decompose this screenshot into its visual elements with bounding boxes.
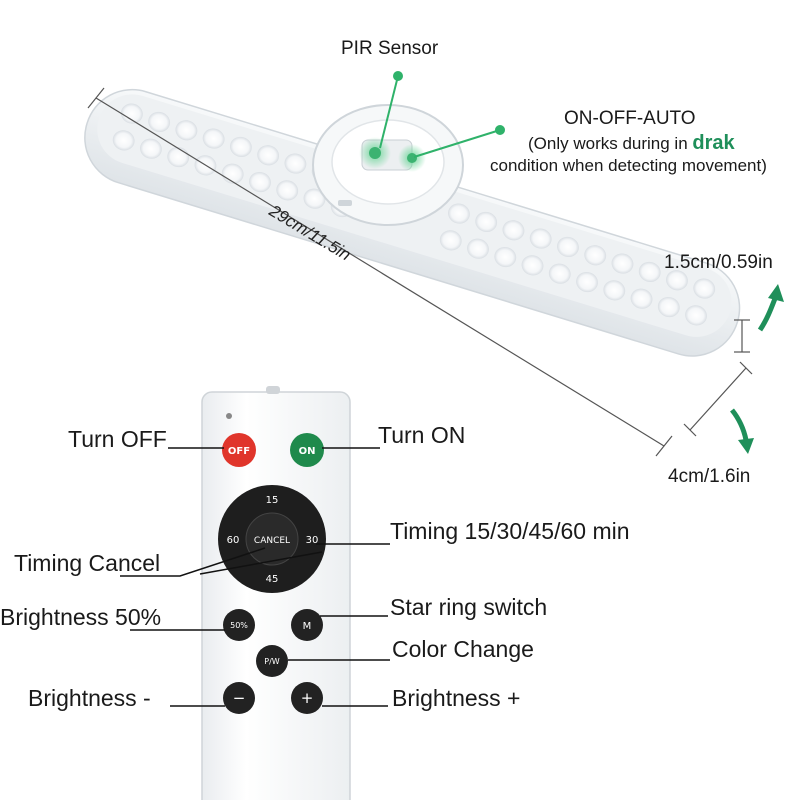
callout-brightness-minus: Brightness - [28, 685, 151, 711]
mode-title-label: ON-OFF-AUTO [564, 108, 696, 129]
led-dot [584, 245, 607, 266]
led-dot [148, 111, 171, 133]
led-dot [229, 136, 252, 158]
led-dot [557, 236, 579, 258]
led-dot [657, 296, 680, 318]
svg-text:+: + [301, 689, 314, 707]
pir-sensor-label: PIR Sensor [341, 38, 439, 59]
led-dot [611, 253, 634, 274]
cancel-button: CANCEL [254, 536, 290, 546]
led-dot [630, 288, 653, 309]
callout-color-change: Color Change [392, 636, 534, 662]
thickness-label: 1.5cm/0.59in [664, 252, 773, 273]
brightness-plus-button[interactable]: + [291, 682, 323, 714]
led-dot [249, 171, 271, 193]
callout-turn-off: Turn OFF [68, 426, 167, 452]
timer-15: 15 [266, 495, 279, 506]
color-change-button[interactable]: P/W [256, 645, 288, 677]
width-label: 4cm/1.6in [668, 466, 751, 487]
callout-brightness-plus: Brightness + [392, 685, 521, 711]
callout-timing-cancel: Timing Cancel [14, 550, 161, 576]
callout-timing: Timing 15/30/45/60 min [390, 518, 630, 544]
led-dot [502, 220, 525, 241]
mode-desc-pre: (Only works during in [528, 134, 693, 153]
mode-desc-line1: (Only works during in drak [528, 132, 735, 155]
callout-brightness-50: Brightness 50% [0, 604, 162, 630]
svg-text:50%: 50% [230, 621, 248, 630]
mode-pointer [413, 125, 505, 158]
led-dot [576, 271, 598, 293]
led-dot [120, 103, 143, 124]
timer-45: 45 [266, 574, 279, 585]
mode-button[interactable]: M [291, 609, 323, 641]
led-dot [494, 246, 517, 268]
led-dot [529, 228, 552, 249]
led-dot [284, 153, 307, 174]
led-dot [448, 203, 470, 224]
svg-text:−: − [233, 689, 246, 707]
svg-text:P/W: P/W [264, 657, 280, 666]
timer-dial[interactable]: 15 30 45 60 CANCEL [218, 485, 326, 593]
led-dot [140, 138, 162, 159]
led-dot [276, 180, 299, 201]
mode-desc-line2: condition when detecting movement) [490, 156, 767, 175]
sensor-hub [312, 104, 464, 226]
on-button[interactable]: ON [290, 433, 324, 467]
led-dot [257, 145, 280, 166]
led-dot [603, 280, 626, 301]
led-dot [548, 263, 571, 284]
callout-star-ring: Star ring switch [390, 594, 548, 620]
width-dimension [683, 361, 754, 454]
callout-lines [120, 447, 390, 707]
led-dot [303, 188, 326, 209]
led-dot [685, 305, 707, 326]
on-button-label: ON [299, 446, 316, 457]
led-dot [175, 120, 198, 141]
led-dot [202, 128, 225, 149]
led-array [112, 103, 716, 326]
led-dot [693, 278, 716, 299]
off-button-label: OFF [228, 446, 250, 457]
led-dot [521, 255, 544, 276]
timer-60: 60 [227, 535, 240, 546]
led-dot [475, 211, 498, 233]
timer-30: 30 [306, 535, 319, 546]
svg-text:M: M [303, 621, 312, 632]
thickness-dimension [734, 284, 784, 353]
led-dot [439, 230, 462, 251]
led-dot [467, 238, 489, 259]
led-dot [638, 261, 661, 283]
brightness-minus-button[interactable]: − [223, 682, 255, 714]
brightness-50-button[interactable]: 50% [223, 609, 255, 641]
led-dot [112, 130, 135, 151]
pir-pointer [379, 71, 403, 149]
callout-turn-on: Turn ON [378, 422, 466, 448]
off-button[interactable]: OFF [222, 433, 256, 467]
led-dot [666, 270, 688, 291]
mode-desc-highlight: drak [692, 132, 735, 154]
